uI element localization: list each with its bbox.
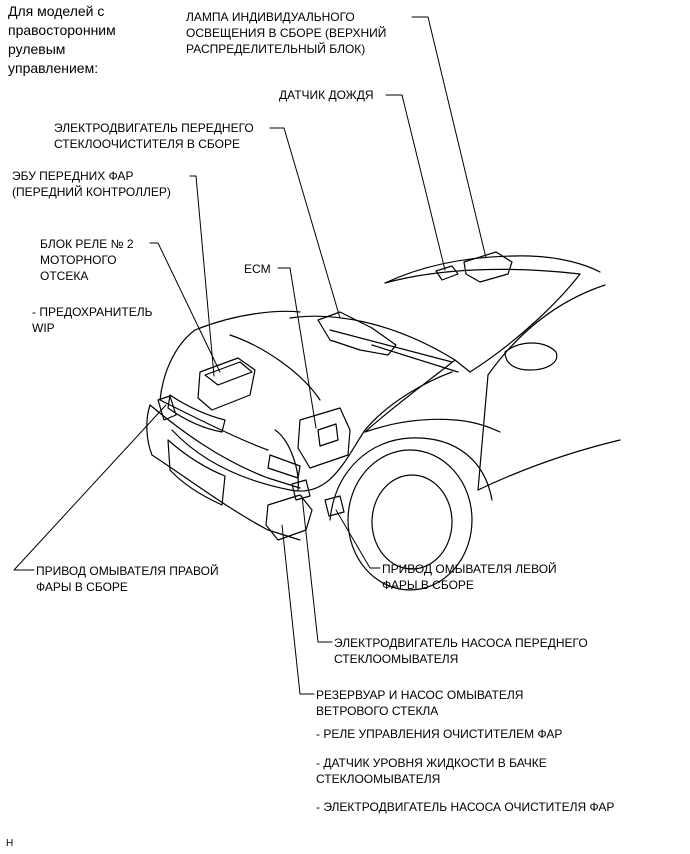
leader-wiper-motor <box>269 127 341 319</box>
label-line: ОТСЕКА <box>40 269 89 283</box>
label-line: ЭЛЕКТРОДВИГАТЕЛЬ НАСОСА ПЕРЕДНЕГО <box>334 636 588 650</box>
windshield-base <box>289 315 471 373</box>
wiper-arm-2 <box>371 344 459 373</box>
label-line: МОТОРНОГО <box>40 253 117 267</box>
label-left-washer: ПРИВОД ОМЫВАТЕЛЯ ЛЕВОЙ ФАРЫ В СБОРЕ <box>382 561 557 593</box>
headlamp-right <box>167 394 226 433</box>
leader-washer-pump-motor <box>301 495 333 643</box>
label-lamp: ЛАМПА ИНДИВИДУАЛЬНОГО ОСВЕЩЕНИЯ В СБОРЕ … <box>186 9 386 57</box>
fender-line <box>364 418 501 433</box>
header-line: Для моделей с <box>8 3 105 19</box>
label-line: ЭБУ ПЕРЕДНИХ ФАР <box>12 169 134 183</box>
label-line: ДАТЧИК ДОЖДЯ <box>279 88 374 102</box>
components <box>157 251 513 541</box>
hose-washer <box>171 371 453 492</box>
headlamp-left <box>267 454 301 479</box>
leader-lines <box>13 16 487 695</box>
label-right-washer: ПРИВОД ОМЫВАТЕЛЯ ПРАВОЙ ФАРЫ В СБОРЕ <box>36 563 219 595</box>
label-line: ЭЛЕКТРОДВИГАТЕЛЬ ПЕРЕДНЕГО <box>54 121 254 135</box>
harness <box>274 429 299 491</box>
door-line <box>477 374 489 491</box>
relay-block-shape <box>197 357 256 411</box>
hood-left-edge <box>159 329 196 401</box>
bumper-bottom <box>151 454 301 541</box>
label-line: ECM <box>244 262 271 276</box>
leader-left-washer <box>335 509 381 569</box>
label-line: ОСВЕЩЕНИЯ В СБОРЕ (ВЕРХНИЙ <box>186 26 387 40</box>
label-relay-block: БЛОК РЕЛЕ № 2 МОТОРНОГО ОТСЕКА <box>40 236 134 284</box>
rain-sensor-shape <box>435 265 459 281</box>
right-washer-nozzle <box>157 395 177 421</box>
label-reservoir: РЕЗЕРВУАР И НАСОС ОМЫВАТЕЛЯ ВЕТРОВОГО СТ… <box>316 687 523 719</box>
roof-line <box>384 255 601 284</box>
car-body <box>146 255 621 591</box>
bumper-left <box>146 404 153 456</box>
hood-right-edge <box>364 359 456 433</box>
hood-crease <box>229 334 321 401</box>
label-ecm: ECM <box>244 261 271 277</box>
label-line: СТЕКЛООМЫВАТЕЛЯ <box>334 652 459 666</box>
wiper-arm-1 <box>329 329 453 363</box>
label-line: ПРИВОД ОМЫВАТЕЛЯ ЛЕВОЙ <box>382 562 557 576</box>
label-relay-cleaner: - РЕЛЕ УПРАВЛЕНИЯ ОЧИСТИТЕЛЕМ ФАР <box>316 726 562 742</box>
label-line: - РЕЛЕ УПРАВЛЕНИЯ ОЧИСТИТЕЛЕМ ФАР <box>316 727 563 741</box>
label-washer-pump-motor: ЭЛЕКТРОДВИГАТЕЛЬ НАСОСА ПЕРЕДНЕГО СТЕКЛО… <box>334 635 588 667</box>
label-fuse: - ПРЕДОХРАНИТЕЛЬ WIP <box>32 304 152 336</box>
wiper-motor-shape <box>317 311 397 356</box>
washer-pump <box>291 479 311 501</box>
ecm-connector <box>317 423 339 447</box>
label-headlamp-ecu: ЭБУ ПЕРЕДНИХ ФАР (ПЕРЕДНИЙ КОНТРОЛЛЕР) <box>12 168 171 200</box>
label-line: РЕЗЕРВУАР И НАСОС ОМЫВАТЕЛЯ <box>316 688 524 702</box>
label-wiper-motor: ЭЛЕКТРОДВИГАТЕЛЬ ПЕРЕДНЕГО СТЕКЛООЧИСТИТ… <box>54 120 254 152</box>
model-header: Для моделей с правосторонним рулевым упр… <box>8 2 116 78</box>
wheel-arch <box>329 437 493 521</box>
leader-ecm <box>277 267 317 429</box>
label-level-sensor: - ДАТЧИК УРОВНЯ ЖИДКОСТИ В БАЧКЕ СТЕКЛОО… <box>316 755 547 787</box>
windshield-top <box>384 268 581 284</box>
label-line: (ПЕРЕДНИЙ КОНТРОЛЛЕР) <box>12 185 171 199</box>
leader-reservoir <box>281 524 315 695</box>
ecm-shape <box>297 407 351 469</box>
reservoir-shape <box>265 494 313 541</box>
header-line: правосторонним <box>8 22 116 38</box>
label-line: РАСПРЕДЕЛИТЕЛЬНЫЙ БЛОК) <box>186 42 366 56</box>
hood-rear-edge <box>194 310 301 331</box>
label-line: - ДАТЧИК УРОВНЯ ЖИДКОСТИ В БАЧКЕ <box>316 756 547 770</box>
grille <box>167 439 226 506</box>
door-window-line <box>487 284 606 376</box>
side-body-line <box>477 439 621 491</box>
leader-lamp <box>411 16 487 259</box>
front-wheel-rim <box>371 474 453 570</box>
label-line: - ПРЕДОХРАНИТЕЛЬ <box>32 305 153 319</box>
relay-block-lid <box>204 361 253 386</box>
header-line: рулевым <box>8 41 66 57</box>
label-line: ФАРЫ В СБОРЕ <box>382 578 474 592</box>
leader-relay-block <box>149 242 221 373</box>
label-line: - ЭЛЕКТРОДВИГАТЕЛЬ НАСОСА ОЧИСТИТЕЛЯ ФАР <box>316 800 615 814</box>
label-line: ВЕТРОВОГО СТЕКЛА <box>316 704 439 718</box>
label-rain-sensor: ДАТЧИК ДОЖДЯ <box>279 87 374 103</box>
label-line: БЛОК РЕЛЕ № 2 <box>40 237 134 251</box>
label-line: СТЕКЛООЧИСТИТЕЛЯ В СБОРЕ <box>54 137 241 151</box>
leader-headlamp-ecu <box>189 175 215 377</box>
left-washer-nozzle <box>324 495 345 517</box>
label-line: ПРИВОД ОМЫВАТЕЛЯ ПРАВОЙ <box>36 564 219 578</box>
label-line: ЛАМПА ИНДИВИДУАЛЬНОГО <box>186 10 355 24</box>
lamp-shape <box>463 251 513 283</box>
label-line: WIP <box>32 321 55 335</box>
windshield-a-pillar <box>469 273 581 373</box>
header-line: управлением: <box>8 60 99 76</box>
side-mirror <box>504 342 558 371</box>
label-line: ФАРЫ В СБОРЕ <box>36 580 128 594</box>
leader-right-washer <box>13 404 167 571</box>
label-cleaner-pump: - ЭЛЕКТРОДВИГАТЕЛЬ НАСОСА ОЧИСТИТЕЛЯ ФАР <box>316 799 614 815</box>
footer-code: H <box>6 838 14 849</box>
label-line: СТЕКЛООМЫВАТЕЛЯ <box>316 772 441 786</box>
leader-rain-sensor <box>385 94 446 271</box>
front-wheel <box>347 449 473 591</box>
